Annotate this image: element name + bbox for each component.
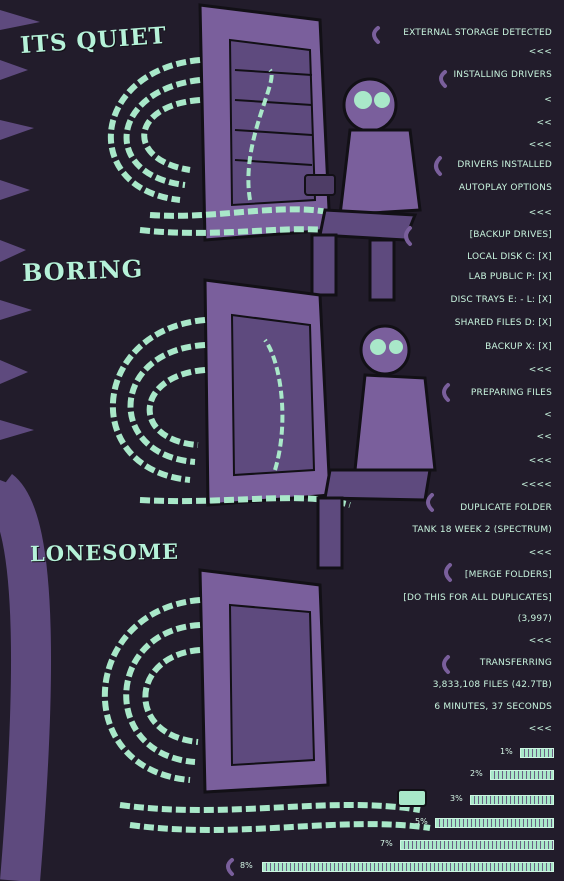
progress-bar xyxy=(435,818,554,828)
log-line: 3,833,108 FILES (42.7TB) xyxy=(432,680,552,690)
log-line: < xyxy=(544,95,552,105)
progress-bar xyxy=(520,748,554,758)
log-line: TANK 18 WEEK 2 (SPECTRUM) xyxy=(412,525,552,535)
log-line: EXTERNAL STORAGE DETECTED xyxy=(403,28,552,38)
log-line: [MERGE FOLDERS] xyxy=(464,570,552,580)
log-line: <<< xyxy=(528,208,552,218)
panel-1-art xyxy=(107,3,422,302)
panel-2-art xyxy=(110,278,437,570)
log-line: < xyxy=(544,410,552,420)
log-line: LOCAL DISK C: [X] xyxy=(467,252,552,262)
log-line: AUTOPLAY OPTIONS xyxy=(458,183,552,193)
log-line: <<< xyxy=(528,140,552,150)
log-line: SHARED FILES D: [X] xyxy=(454,318,552,328)
log-line: LAB PUBLIC P: [X] xyxy=(468,272,552,282)
log-line: (3,997) xyxy=(517,614,552,624)
log-line: <<< xyxy=(528,47,552,57)
log-line: DUPLICATE FOLDER xyxy=(460,503,552,513)
progress-bar xyxy=(490,770,554,780)
log-line: DISC TRAYS E: - L: [X] xyxy=(450,295,552,305)
progress-label: 5% xyxy=(415,817,428,826)
log-line: [BACKUP DRIVES] xyxy=(469,230,552,240)
progress-label: 7% xyxy=(380,839,393,848)
progress-bar xyxy=(400,840,554,850)
log-line: INSTALLING DRIVERS xyxy=(453,70,552,80)
log-line: <<< xyxy=(528,636,552,646)
panel-3-art xyxy=(0,474,431,881)
progress-bar xyxy=(262,862,554,872)
progress-label: 8% xyxy=(240,861,253,870)
system-log: EXTERNAL STORAGE DETECTED<<<INSTALLING D… xyxy=(352,0,552,881)
log-line: [DO THIS FOR ALL DUPLICATES] xyxy=(403,593,552,603)
log-line: PREPARING FILES xyxy=(470,388,552,398)
log-line: << xyxy=(536,432,552,442)
log-line: DRIVERS INSTALLED xyxy=(457,160,552,170)
log-brackets xyxy=(226,26,452,876)
log-line: BACKUP X: [X] xyxy=(485,342,552,352)
log-line: <<<< xyxy=(521,480,552,490)
progress-bar xyxy=(470,795,554,805)
progress-label: 2% xyxy=(470,769,483,778)
left-edge-strokes xyxy=(0,10,40,500)
log-line: 6 MINUTES, 37 SECONDS xyxy=(434,702,552,712)
log-line: <<< xyxy=(528,548,552,558)
log-line: <<< xyxy=(528,456,552,466)
progress-label: 3% xyxy=(450,794,463,803)
progress-label: 1% xyxy=(500,747,513,756)
caption-lonesome: LONESOME xyxy=(29,538,180,567)
log-line: << xyxy=(536,118,552,128)
log-line: <<< xyxy=(528,365,552,375)
caption-boring: BORING xyxy=(21,253,144,288)
log-line: <<< xyxy=(528,724,552,734)
log-line: TRANSFERRING xyxy=(479,658,552,668)
